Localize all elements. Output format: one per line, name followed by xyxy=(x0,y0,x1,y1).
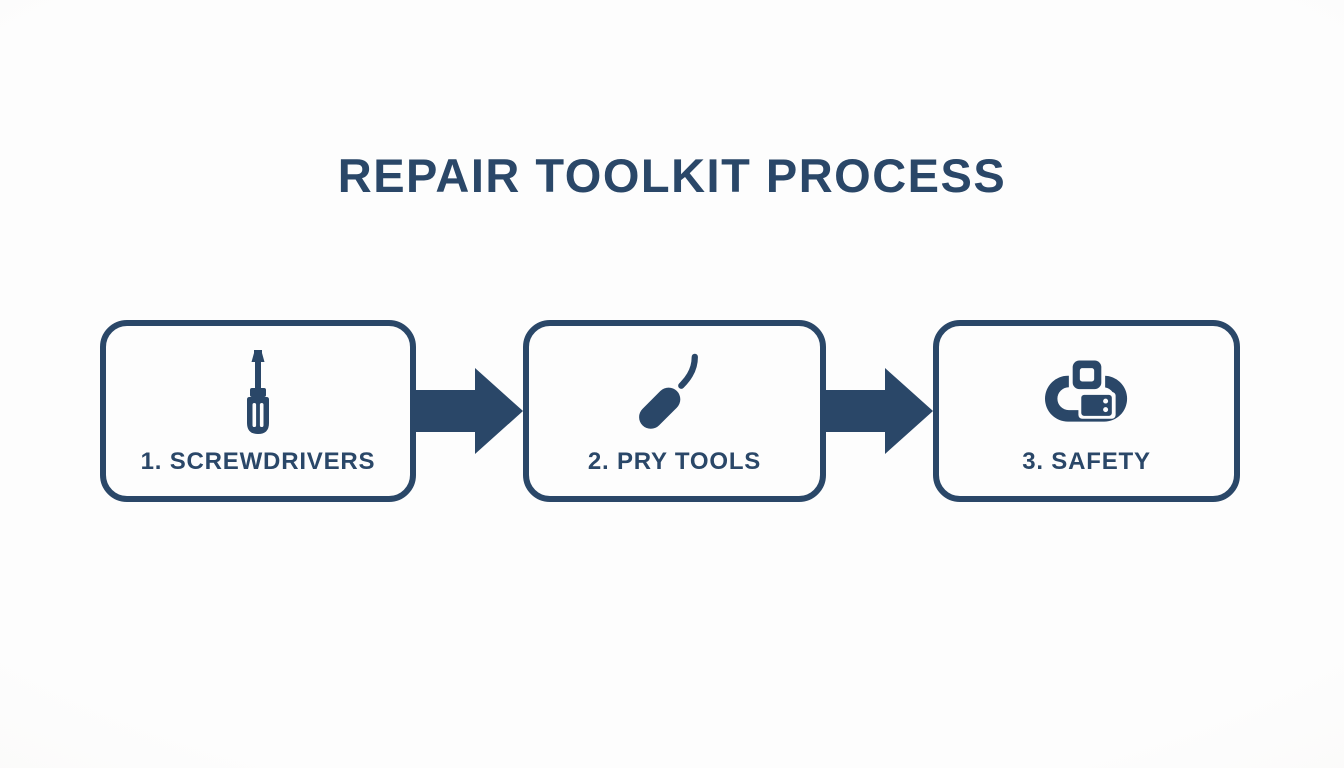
right-arrow-icon xyxy=(416,368,523,454)
step-box-screwdrivers: 1. SCREWDRIVERS xyxy=(100,320,416,502)
wrist-strap-icon xyxy=(1044,346,1129,438)
process-flow: 1. SCREWDRIVERS 2. PRY TOOLS xyxy=(100,320,1240,502)
step-label: 1. SCREWDRIVERS xyxy=(140,448,376,475)
step-label: 2. PRY TOOLS xyxy=(587,448,762,475)
step-box-safety: 3. SAFETY xyxy=(933,320,1240,502)
pry-tool-icon xyxy=(630,346,720,438)
screwdriver-icon xyxy=(243,346,273,438)
step-label: 3. SAFETY xyxy=(1022,448,1151,475)
right-arrow-icon xyxy=(826,368,933,454)
page-title: REPAIR TOOLKIT PROCESS xyxy=(337,149,1007,202)
step-box-pry-tools: 2. PRY TOOLS xyxy=(523,320,826,502)
